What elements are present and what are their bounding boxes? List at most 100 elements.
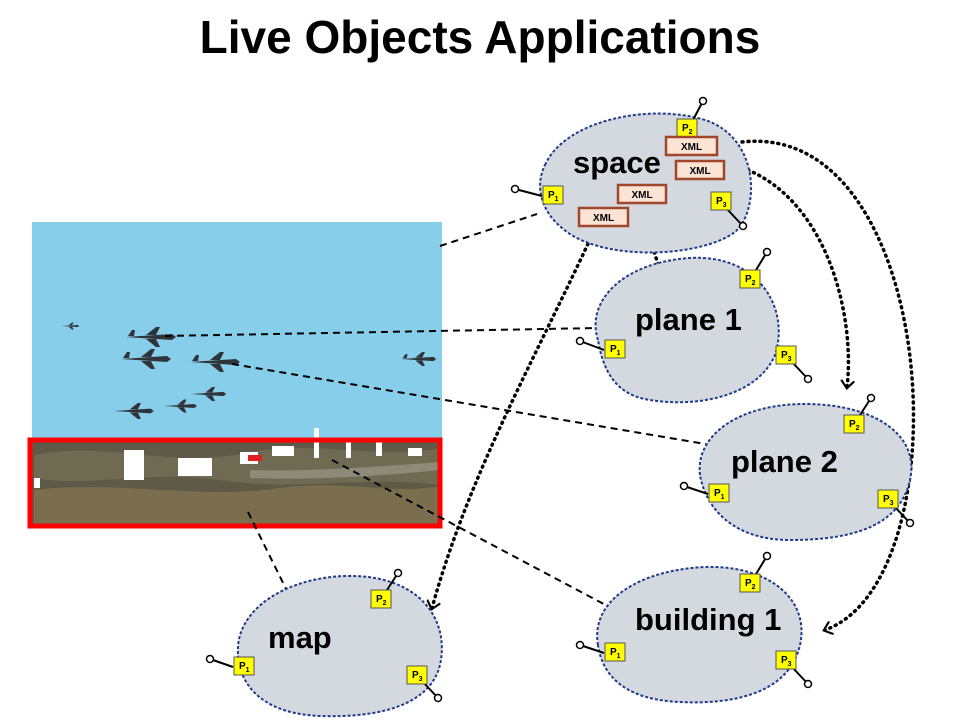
port-2[interactable]: P2 [739,247,772,289]
port-3[interactable]: P3 [775,650,813,689]
port-box[interactable] [739,269,761,289]
port-label: P3 [412,670,423,683]
port-1[interactable]: P1 [205,654,255,676]
port-box[interactable] [406,665,428,685]
port-2[interactable]: P2 [843,393,876,434]
port-3[interactable]: P3 [710,191,748,231]
aircraft-icon [113,403,154,419]
port-endpoint[interactable] [803,374,813,384]
link-aircraft-plane2 [231,363,736,450]
port-endpoint[interactable] [738,221,748,231]
building-block [124,450,144,480]
flow-space-building1 [740,139,916,630]
port-label: P1 [548,190,559,203]
port-endpoint[interactable] [803,679,813,689]
xml-label: XML [689,166,710,177]
port-box[interactable] [710,191,732,211]
xml-tag: XML [616,183,668,205]
port-label: P3 [781,350,792,363]
port-box[interactable] [775,345,797,365]
port-label: P1 [610,647,621,660]
object-label: map [268,620,332,655]
port-label: P1 [239,661,250,674]
port-box[interactable] [604,339,626,359]
port-endpoint[interactable] [433,693,443,703]
port-endpoint[interactable] [698,96,708,106]
port-2[interactable]: P2 [370,568,403,609]
port-label: P3 [781,655,792,668]
port-endpoint[interactable] [393,568,403,578]
port-1[interactable]: P1 [679,481,730,503]
port-endpoint[interactable] [575,640,585,650]
aircraft-icons [61,322,437,419]
link-building-building1 [331,459,618,612]
port-endpoint[interactable] [762,247,772,257]
port-box[interactable] [233,656,255,676]
aircraft-icon [191,387,227,401]
xml-messages: XML XML XML XML [577,135,726,228]
object-blob-shape [698,402,913,542]
link-terrain-map [247,511,293,602]
object-blob-shape [236,574,443,718]
port-3[interactable]: P3 [406,665,443,703]
port-box[interactable] [370,589,392,609]
object-blob-shape [539,112,753,254]
port-label: P2 [849,419,860,432]
xml-tag: XML [674,159,726,181]
building-selection-frame [27,437,443,529]
aircraft-icon [190,352,240,372]
port-connector [514,188,543,197]
object-label: plane 2 [731,444,838,479]
port-connector [579,340,605,351]
port-box[interactable] [604,642,626,662]
object-blob-shape [596,565,803,704]
association-lines [164,213,736,612]
port-endpoint[interactable] [905,518,915,528]
port-endpoint[interactable] [510,184,520,194]
port-box[interactable] [877,489,899,509]
port-3[interactable]: P3 [877,489,915,528]
port-endpoint[interactable] [679,481,689,491]
aircraft-icon [121,349,171,369]
port-endpoint[interactable] [205,654,215,664]
object-label: building 1 [635,602,781,637]
port-endpoint[interactable] [866,393,876,403]
port-label: P3 [883,494,894,507]
port-3[interactable]: P3 [775,345,813,384]
port-1[interactable]: P1 [510,184,564,205]
port-box[interactable] [739,573,761,593]
port-2[interactable]: P2 [676,96,708,138]
port-label: P2 [376,594,387,607]
port-2[interactable]: P2 [739,551,772,593]
port-box[interactable] [843,414,865,434]
aircraft-icon [164,399,197,413]
xml-label: XML [593,213,614,224]
xml-tag: XML [577,206,630,228]
port-endpoint[interactable] [762,551,772,561]
port-endpoint[interactable] [575,336,585,346]
scene-sky [32,222,442,442]
xml-label: XML [681,142,702,153]
xml-label: XML [631,190,652,201]
port-label: P2 [745,274,756,287]
xml-tag: XML [664,135,719,157]
object-label: space [573,145,661,180]
building-block [376,440,382,456]
aircraft-icon [126,327,176,347]
port-label: P1 [714,488,725,501]
port-1[interactable]: P1 [575,336,626,359]
port-box[interactable] [708,483,730,503]
flow-space-plane2 [746,168,848,387]
port-box[interactable] [775,650,797,670]
building-block [178,458,212,476]
port-1[interactable]: P1 [575,640,626,662]
port-box[interactable] [542,185,564,205]
port-label: P1 [610,344,621,357]
